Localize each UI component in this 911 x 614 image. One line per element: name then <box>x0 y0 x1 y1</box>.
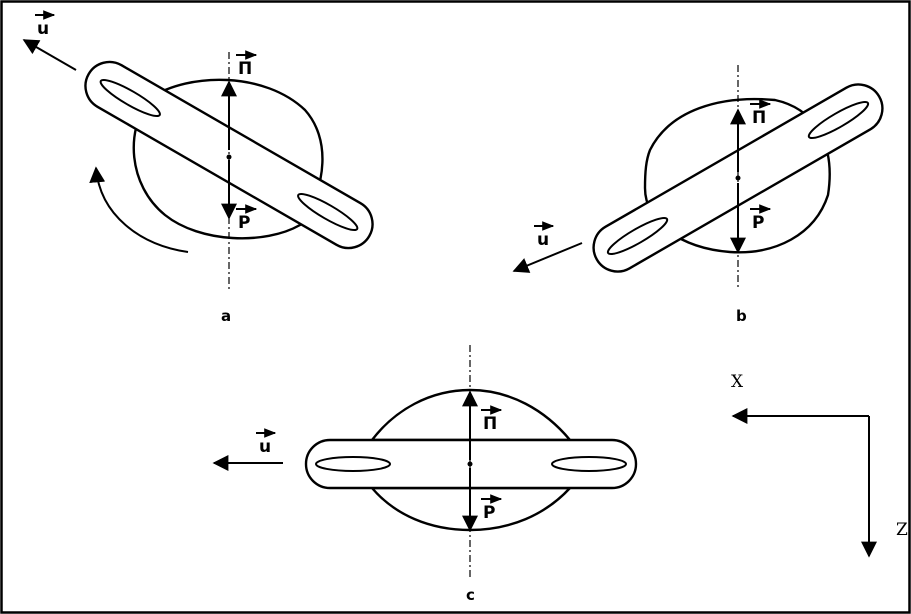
panel-c-p-label: P <box>483 503 495 523</box>
panel-a-p-label: P <box>238 213 250 233</box>
panel-b-slot-left <box>606 216 669 256</box>
panel-a-label: a <box>221 307 231 325</box>
panel-b-label: b <box>736 307 747 325</box>
panel-c: u Π P c <box>212 345 638 604</box>
panel-b-u-arrow <box>512 242 583 273</box>
panel-c-u-label: u <box>259 437 271 457</box>
panel-b-p-label: P <box>752 213 764 233</box>
panel-b-pi-label: Π <box>752 108 766 128</box>
panel-c-label: c <box>466 586 475 604</box>
panel-b-u-label: u <box>537 230 549 250</box>
panel-c-slot-right <box>551 456 627 472</box>
panel-b: u Π P b <box>512 65 884 325</box>
axis-z-label: Z <box>896 520 908 540</box>
panel-a-u-arrow <box>22 39 77 71</box>
panel-a-u-label: u <box>37 19 49 39</box>
panel-b-slot-right <box>807 100 870 140</box>
panel-a-pi-label: Π <box>238 59 252 79</box>
coordinate-axes: X Z <box>731 372 908 558</box>
panel-a-slot-left <box>99 78 161 118</box>
panel-c-pi-label: Π <box>483 414 497 434</box>
panel-a-slot-right <box>297 192 359 232</box>
panel-a-rotation-arrow <box>89 166 189 253</box>
axis-x-label: X <box>731 372 744 392</box>
panel-c-slot-left <box>315 456 391 472</box>
panel-a: u Π P a <box>22 10 374 325</box>
